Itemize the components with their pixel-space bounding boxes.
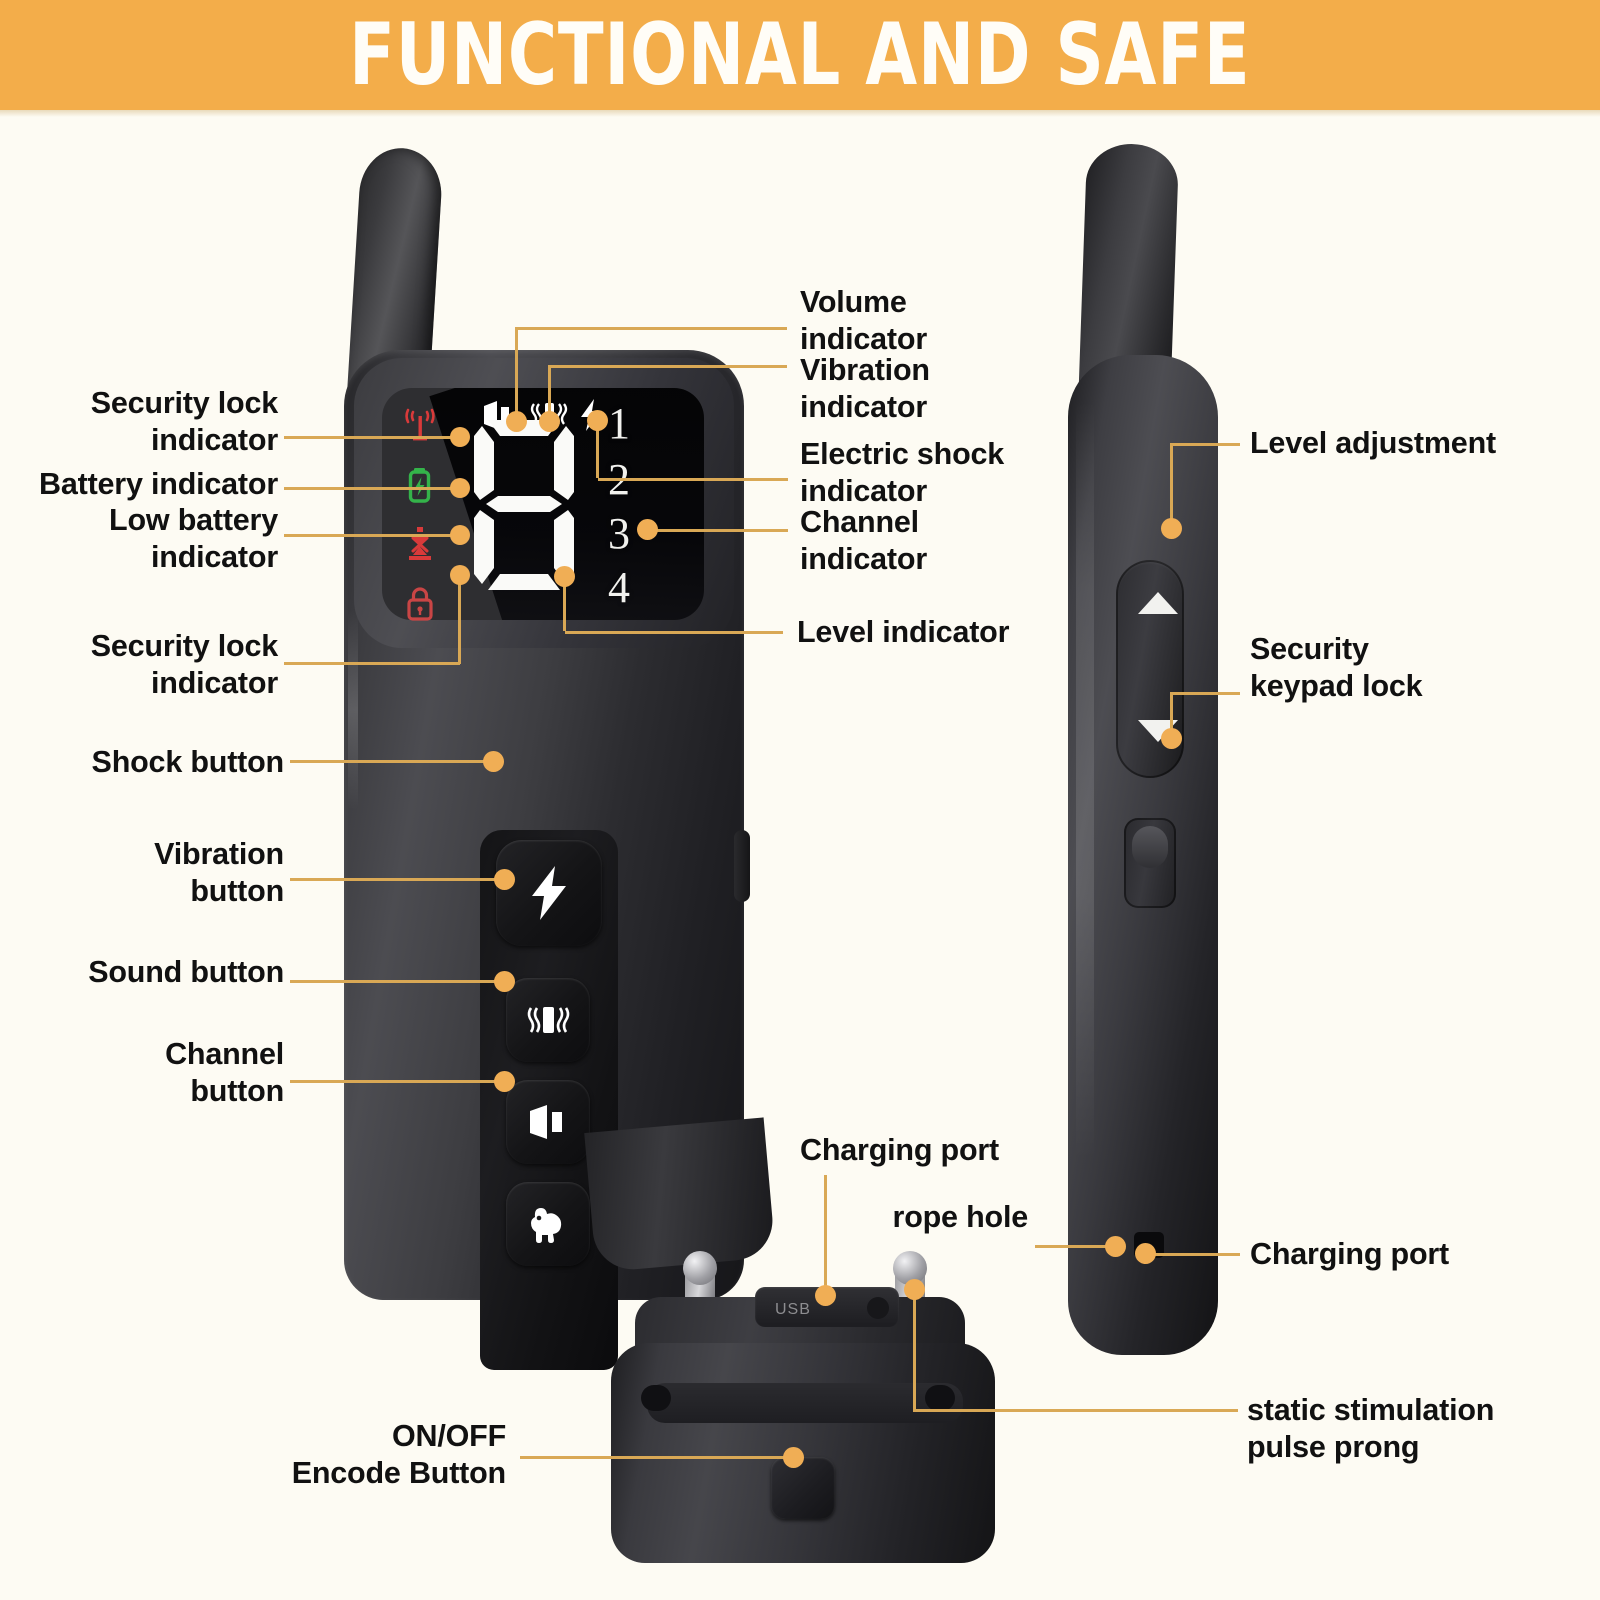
dot-electric-shock <box>587 410 608 431</box>
dot-vibration <box>539 411 560 432</box>
label-electric-shock-indicator: Electric shock indicator <box>800 437 1005 508</box>
body-highlight-side <box>1076 400 1094 1160</box>
label-sound-button: Sound button <box>88 955 284 989</box>
leader-on-off-encode <box>520 1456 790 1459</box>
label-channel-button: Channel button <box>165 1037 284 1108</box>
dot-shock-button <box>483 751 504 772</box>
page-title: FUNCTIONAL AND SAFE <box>349 5 1251 105</box>
label-security-keypad-lock: Security keypad lock <box>1250 632 1423 703</box>
dot-pulse-prong <box>904 1279 925 1300</box>
remote-front-view: 1 2 3 4 <box>330 140 760 1370</box>
leader-pulse-prong-h <box>913 1409 1238 1412</box>
dot-level-adjustment <box>1161 518 1182 539</box>
channel-button[interactable] <box>506 1182 590 1266</box>
dot-battery <box>450 478 470 498</box>
leader-vibration-v <box>548 365 551 420</box>
dot-level-indicator <box>554 566 575 587</box>
vibration-button[interactable] <box>506 978 590 1062</box>
receiver-shelf <box>647 1383 963 1423</box>
label-volume-indicator: Volume indicator <box>800 285 927 356</box>
dot-charging-port-remote <box>1135 1243 1156 1264</box>
label-static-pulse-prong: static stimulation pulse prong <box>1247 1393 1495 1464</box>
collar-receiver: USB <box>584 1117 1015 1595</box>
keypad-lock-switch-knob[interactable] <box>1132 826 1168 868</box>
leader-pulse-prong-v <box>913 1288 916 1411</box>
side-button-nub[interactable] <box>734 830 750 902</box>
leader-channel-indicator <box>650 529 788 532</box>
dot-volume <box>506 411 527 432</box>
leader-electric-shock-h <box>598 478 788 481</box>
leader-channel-button <box>290 1080 500 1083</box>
dot-low-battery <box>450 525 470 545</box>
label-level-adjustment: Level adjustment <box>1250 426 1496 460</box>
leader-vibration-h <box>550 365 787 368</box>
on-off-encode-button[interactable] <box>771 1457 835 1519</box>
low-battery-icon <box>400 525 440 568</box>
dot-rope-hole <box>1105 1236 1126 1257</box>
label-level-indicator: Level indicator <box>797 615 1010 649</box>
strap-slot-right <box>925 1385 955 1411</box>
dot-vibration-button <box>494 869 515 890</box>
sound-button[interactable] <box>506 1080 590 1164</box>
dot-charging-port-receiver <box>815 1285 836 1306</box>
leader-keypad-lock-h <box>1172 692 1240 695</box>
leader-charging-port-remote <box>1155 1253 1240 1256</box>
leader-electric-shock-v <box>596 420 599 478</box>
channel-number-1: 1 <box>608 399 630 448</box>
label-battery-indicator: Battery indicator <box>39 467 278 501</box>
banner-shadow <box>0 110 1600 117</box>
label-rope-hole: rope hole <box>892 1200 1029 1234</box>
leader-shock-button <box>290 760 490 763</box>
level-digit-display <box>468 414 580 596</box>
shock-button[interactable] <box>496 840 602 946</box>
dot-sound-button <box>494 971 515 992</box>
leader-security-lock-bottom-v <box>458 575 461 664</box>
signal-indicator-icon <box>400 408 440 449</box>
leader-charging-port-receiver <box>824 1175 827 1293</box>
channel-number-4: 4 <box>608 563 630 612</box>
leader-battery <box>284 487 459 490</box>
charging-port-dot <box>867 1297 889 1319</box>
triangle-up-icon[interactable] <box>1138 592 1178 614</box>
leader-level-adjustment-v <box>1170 443 1173 525</box>
collar-strap <box>584 1117 776 1273</box>
dot-security-lock-bottom <box>450 565 470 585</box>
leader-vibration-button <box>290 878 500 881</box>
leader-volume-v <box>515 327 518 419</box>
leader-security-lock-top <box>284 436 459 439</box>
channel-number-3: 3 <box>608 509 630 558</box>
label-channel-indicator: Channel indicator <box>800 505 927 576</box>
body-highlight <box>348 610 358 810</box>
leader-level-indicator-v <box>563 576 566 631</box>
dot-channel-button <box>494 1071 515 1092</box>
dot-on-off-encode <box>783 1447 804 1468</box>
label-charging-port-remote: Charging port <box>1250 1237 1450 1271</box>
rope-hole-left <box>683 1251 717 1285</box>
strap-slot-left <box>641 1385 671 1411</box>
label-security-lock-top: Security lock indicator <box>90 386 278 457</box>
label-charging-port-receiver: Charging port <box>800 1133 1000 1167</box>
dot-channel-indicator <box>637 519 658 540</box>
leader-level-indicator-h <box>565 631 783 634</box>
leader-low-battery <box>284 534 459 537</box>
leader-rope-hole <box>1035 1245 1113 1248</box>
header-banner: FUNCTIONAL AND SAFE <box>0 0 1600 110</box>
label-vibration-indicator: Vibration indicator <box>800 353 930 424</box>
label-on-off-encode: ON/OFF Encode Button <box>291 1419 506 1490</box>
label-shock-button: Shock button <box>91 745 285 779</box>
leader-volume-h <box>517 327 787 330</box>
label-security-lock-bottom: Security lock indicator <box>90 629 278 700</box>
leader-security-lock-bottom-h <box>284 662 460 665</box>
usb-label: USB <box>775 1301 811 1318</box>
leader-level-adjustment-h <box>1172 443 1240 446</box>
dot-keypad-lock <box>1161 728 1182 749</box>
leader-keypad-lock-v <box>1170 692 1173 734</box>
label-vibration-button: Vibration button <box>154 837 284 908</box>
dot-security-lock-top <box>450 427 470 447</box>
battery-charging-icon <box>400 465 440 510</box>
leader-sound-button <box>290 980 500 983</box>
label-low-battery-indicator: Low battery indicator <box>109 503 278 574</box>
lock-icon <box>400 585 440 628</box>
